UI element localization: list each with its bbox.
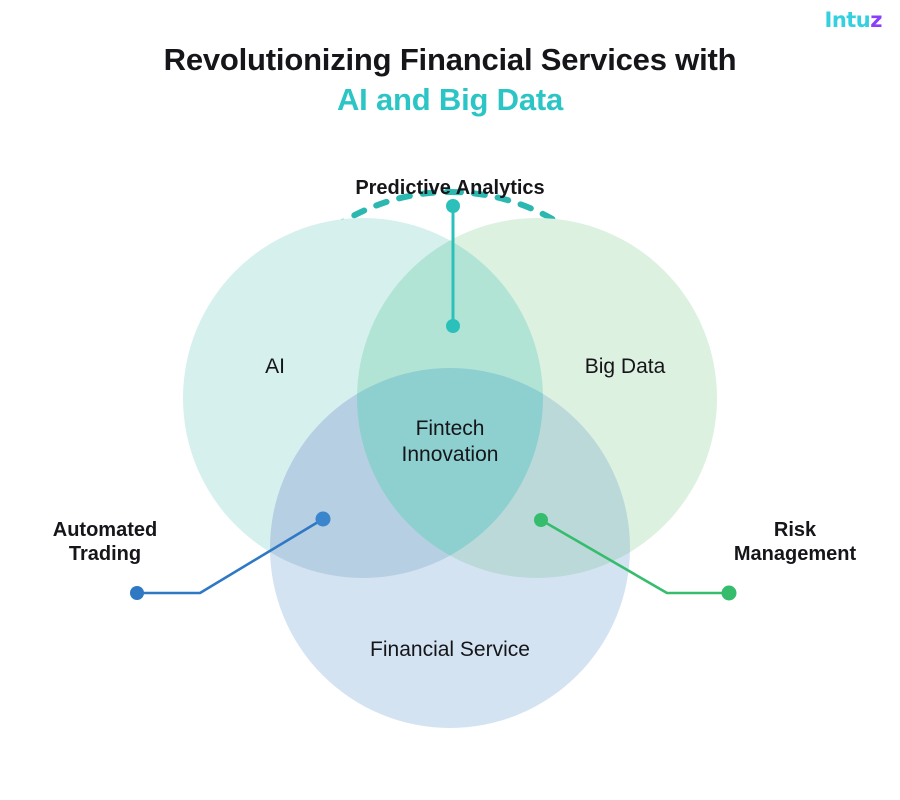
connector-line-risk (539, 518, 731, 595)
label-risk-management: Risk Management (733, 519, 857, 566)
intuz-logo: Intuz (825, 10, 883, 31)
connector-dot-predictive-top (446, 199, 460, 213)
connector-dot-automated-end (315, 511, 331, 527)
page-title-line-1: Revolutionizing Financial Services with (163, 42, 737, 77)
callout-connectors (130, 199, 737, 601)
page-title-line-2: AI and Big Data (336, 81, 564, 117)
logo-text-accent: z (870, 8, 882, 32)
venn-intersections (270, 218, 630, 578)
connector-dot-risk-outer (721, 585, 737, 601)
connector-automated-trading (130, 511, 331, 600)
connector-dot-predictive-end (446, 319, 460, 333)
connector-line-automated (135, 517, 325, 595)
connector-dot-risk-end (534, 513, 548, 527)
page-title: Revolutionizing Financial Services with … (0, 40, 900, 119)
label-big-data: Big Data (584, 355, 666, 378)
connector-predictive-analytics (446, 199, 460, 333)
connector-risk-management (534, 513, 737, 601)
label-fintech-innovation: Fintech Innovation (401, 417, 499, 466)
logo-text-primary: Intu (824, 8, 871, 32)
label-ai: AI (265, 355, 285, 378)
connector-dot-automated-outer (130, 586, 144, 600)
label-automated-trading: Automated Trading (52, 519, 158, 566)
label-predictive-analytics: Predictive Analytics (355, 177, 545, 199)
label-financial-service: Financial Service (370, 638, 530, 661)
